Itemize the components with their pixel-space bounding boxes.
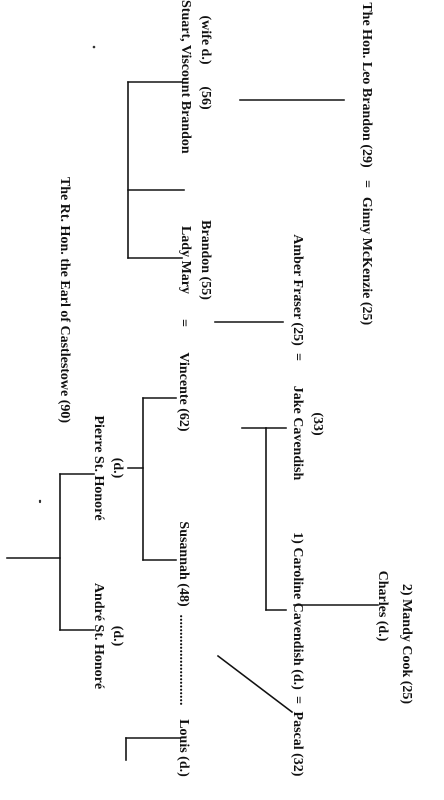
- susannah-label: Susannah (48): [176, 521, 191, 607]
- mandy-label: 2) Mandy Cook (25): [399, 584, 414, 705]
- pascal-marriage-symbol: =: [290, 696, 305, 704]
- vincente-marriage-symbol: =: [176, 319, 191, 327]
- stuart-age-label: (56): [198, 86, 213, 110]
- jake-label: Jake Cavendish: [290, 386, 305, 481]
- pascal-parent-diagonal: [216, 654, 294, 714]
- vincente-label: Vincente (62): [176, 352, 191, 432]
- amber-label: Amber Fraser (25): [290, 234, 305, 346]
- andre-label: André St. Honoré: [91, 583, 106, 689]
- andre-d-label: (d.): [110, 626, 125, 647]
- caroline-label: 1) Caroline Cavendish (d.): [290, 532, 305, 690]
- stuart-wife-label: (wife d.): [198, 16, 213, 65]
- pierre-d-label: (d.): [110, 458, 125, 479]
- earl-label: The Rt. Hon. the Earl of Castlestowe (90…: [57, 177, 72, 423]
- louis-label: Louis (d.): [176, 719, 191, 777]
- stuart-label: Stuart, Viscount Brandon: [178, 0, 193, 154]
- jake-marriage-symbol: =: [290, 353, 305, 361]
- leo-label: The Hon. Leo Brandon (29): [359, 2, 374, 168]
- charles-label: Charles (d.): [375, 571, 390, 642]
- susannah-louis-dots: ..........................: [176, 615, 191, 706]
- lady-mary-label: Lady Mary: [178, 226, 193, 294]
- jake-age-label: (33): [310, 412, 325, 436]
- ginny-label: Ginny McKenzie (25): [359, 197, 374, 326]
- pascal-label: Pascal (32): [290, 712, 305, 777]
- lady-mary-label-2: Brandon (55): [198, 220, 213, 300]
- leo-marriage-symbol: =: [359, 180, 374, 188]
- pierre-label: Pierre St. Honoré: [91, 415, 106, 520]
